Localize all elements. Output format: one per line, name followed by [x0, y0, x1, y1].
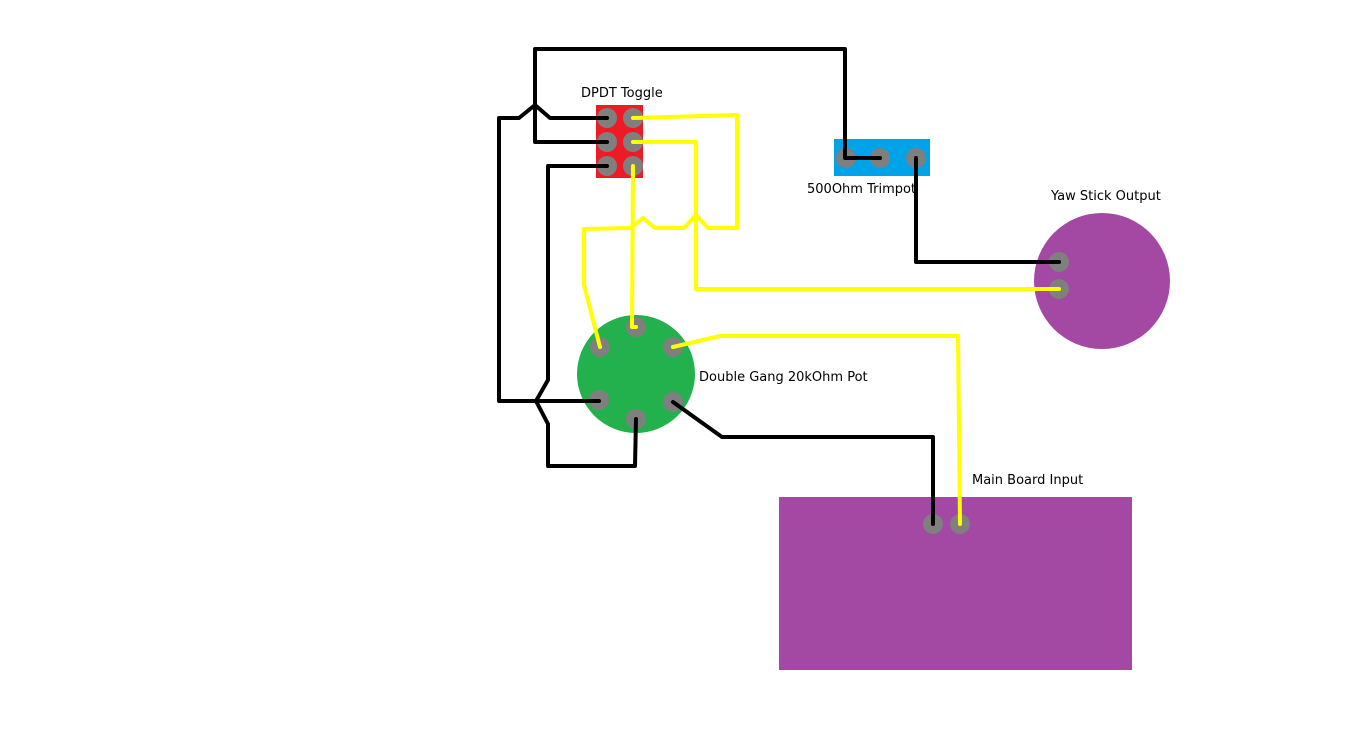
- wire-black: [533, 47, 882, 160]
- black-wires: [497, 47, 1061, 526]
- wire-yellow: [671, 334, 962, 526]
- label-yaw-stick-output: Yaw Stick Output: [1050, 189, 1161, 204]
- label-dpdt-toggle: DPDT Toggle: [581, 86, 663, 101]
- wire-yellow: [582, 113, 739, 349]
- wire-black: [914, 156, 1061, 264]
- wire-black: [497, 103, 609, 403]
- wire-black: [671, 400, 935, 526]
- yaw-stick-output-body: [1034, 213, 1170, 349]
- label-double-gang-pot: Double Gang 20kOhm Pot: [699, 370, 868, 385]
- label-main-board-input: Main Board Input: [972, 473, 1083, 488]
- wire-black: [534, 164, 638, 468]
- wire-yellow: [630, 164, 638, 329]
- wire-yellow: [631, 140, 1061, 291]
- yellow-wires: [582, 113, 1061, 526]
- label-trimpot: 500Ohm Trimpot: [807, 182, 916, 197]
